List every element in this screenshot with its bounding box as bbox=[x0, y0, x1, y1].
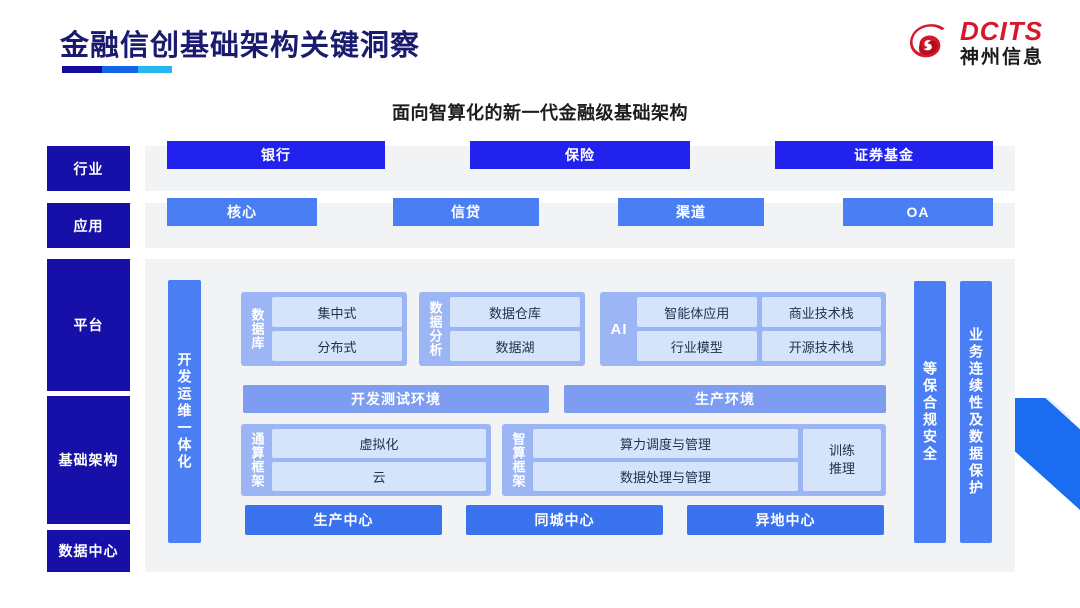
application-band: 核心 信贷 渠道 OA bbox=[145, 198, 1015, 248]
group-intelligent-compute-label: 智算框架 bbox=[510, 432, 526, 488]
vertical-bar-security: 等保合规安全 bbox=[914, 281, 946, 543]
rail-item-industry: 行业 bbox=[47, 146, 130, 191]
cell-train-inference[interactable]: 训练 推理 bbox=[803, 429, 881, 491]
page-subtitle: 面向智算化的新一代金融级基础架构 bbox=[392, 103, 688, 123]
cell-data-warehouse[interactable]: 数据仓库 bbox=[450, 297, 580, 327]
vertical-bar-continuity: 业务连续性及数据保护 bbox=[960, 281, 992, 543]
cell-compute-scheduling[interactable]: 算力调度与管理 bbox=[533, 429, 798, 458]
bar-dev-test-environment[interactable]: 开发测试环境 bbox=[243, 385, 549, 413]
vertical-bar-devops: 开发运维一体化 bbox=[168, 280, 201, 543]
cell-cloud[interactable]: 云 bbox=[272, 462, 486, 491]
bar-production-center[interactable]: 生产中心 bbox=[245, 505, 442, 535]
chip-industry-insurance[interactable]: 保险 bbox=[470, 141, 690, 169]
chip-app-credit[interactable]: 信贷 bbox=[393, 198, 539, 226]
cell-ai-industry-model[interactable]: 行业模型 bbox=[637, 331, 757, 361]
industry-band: 银行 保险 证券基金 bbox=[145, 141, 1015, 191]
cell-train-inference-line2: 推理 bbox=[828, 461, 855, 476]
group-data-analysis-label: 数据分析 bbox=[427, 301, 443, 357]
page-title: 金融信创基础架构关键洞察 bbox=[60, 30, 421, 62]
group-ai: AI 智能体应用 行业模型 商业技术栈 开源技术栈 bbox=[600, 292, 886, 366]
cell-data-processing[interactable]: 数据处理与管理 bbox=[533, 462, 798, 491]
cell-database-centralized[interactable]: 集中式 bbox=[272, 297, 402, 327]
cell-virtualization[interactable]: 虚拟化 bbox=[272, 429, 486, 458]
rail-item-datacenter: 数据中心 bbox=[47, 530, 130, 572]
rail-item-platform: 平台 bbox=[47, 259, 130, 391]
cell-ai-opensource-stack[interactable]: 开源技术栈 bbox=[761, 331, 881, 361]
title-underline bbox=[62, 66, 172, 73]
rail-item-infrastructure: 基础架构 bbox=[47, 396, 130, 524]
chip-industry-bank[interactable]: 银行 bbox=[167, 141, 385, 169]
group-data-analysis: 数据分析 数据仓库 数据湖 bbox=[419, 292, 585, 366]
logo-text-en: DCITS bbox=[959, 16, 1043, 46]
cell-database-distributed[interactable]: 分布式 bbox=[272, 331, 402, 361]
group-ai-label: AI bbox=[610, 320, 628, 338]
bar-production-environment[interactable]: 生产环境 bbox=[564, 385, 886, 413]
cell-ai-agent-app[interactable]: 智能体应用 bbox=[637, 297, 757, 327]
dcits-swirl-icon bbox=[910, 23, 945, 57]
cell-data-lake[interactable]: 数据湖 bbox=[450, 331, 580, 361]
chip-app-core[interactable]: 核心 bbox=[167, 198, 317, 226]
group-general-compute: 通算框架 虚拟化 云 bbox=[241, 424, 491, 496]
bar-metro-center[interactable]: 同城中心 bbox=[466, 505, 663, 535]
bar-remote-center[interactable]: 异地中心 bbox=[687, 505, 884, 535]
cell-train-inference-line1: 训练 bbox=[828, 443, 855, 459]
chip-app-channel[interactable]: 渠道 bbox=[618, 198, 764, 226]
chip-industry-securities[interactable]: 证券基金 bbox=[775, 141, 993, 169]
brand-logo: DCITS 神州信息 bbox=[906, 18, 1044, 67]
group-database-label: 数据库 bbox=[249, 308, 265, 350]
cell-ai-commercial-stack[interactable]: 商业技术栈 bbox=[761, 297, 881, 327]
rail-item-application: 应用 bbox=[47, 203, 130, 248]
logo-text-cn: 神州信息 bbox=[959, 47, 1044, 68]
chip-app-oa[interactable]: OA bbox=[843, 198, 993, 226]
group-intelligent-compute: 智算框架 算力调度与管理 数据处理与管理 训练 推理 bbox=[502, 424, 886, 496]
group-database: 数据库 集中式 分布式 bbox=[241, 292, 407, 366]
group-general-compute-label: 通算框架 bbox=[249, 432, 265, 488]
